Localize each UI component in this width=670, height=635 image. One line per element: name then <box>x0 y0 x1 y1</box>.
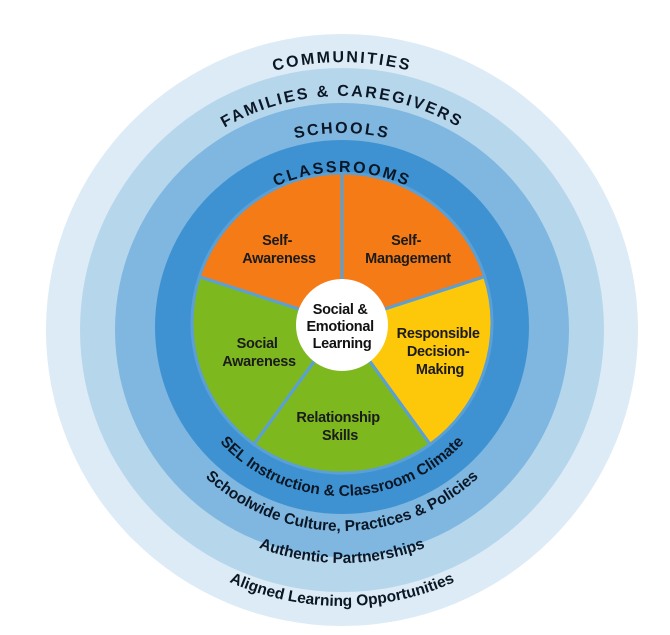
competency-self-management: Self- Management <box>365 233 451 267</box>
competency-relationship-skills: Relationship Skills <box>296 410 383 444</box>
competency-slice <box>251 320 433 475</box>
competency-responsible-decision-making: Responsible Decision- Making <box>397 326 484 378</box>
competency-slice <box>197 171 344 326</box>
center-circle <box>296 279 388 371</box>
competency-slice <box>340 171 487 326</box>
competency-self-awareness: Self- Awareness <box>242 233 316 267</box>
center-label: Social & Emotional Learning <box>306 302 377 352</box>
competency-wheel <box>190 171 494 475</box>
competency-social-awareness: Social Awareness <box>222 336 296 370</box>
